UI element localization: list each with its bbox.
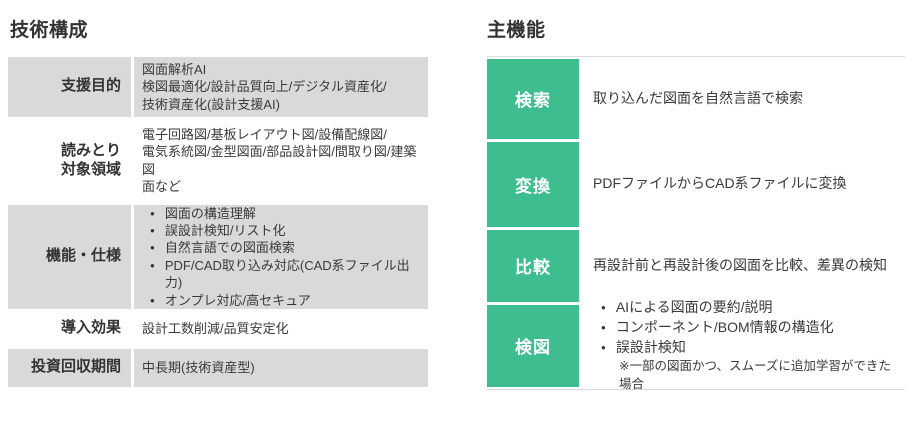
content-line: 取り込んだ図面を自然言語で検索 [593, 89, 803, 106]
function-label-badge: 変換 [487, 141, 579, 227]
bullet-icon: ● [150, 260, 155, 270]
tech-panel-title: 技術構成 [10, 20, 89, 41]
table-row-purpose: 支援目的 図面解析AI 検図最適化/設計品質向上/デジタル資産化/ 技術資産化(… [8, 56, 428, 117]
bullet-item: ● 誤設計検知 [593, 338, 901, 358]
function-description: 再設計前と再設計後の図面を比較、差異の検知 [579, 230, 905, 302]
content-line: 再設計前と再設計後の図面を比較、差異の検知 [593, 256, 887, 273]
content-line: 検図最適化/設計品質向上/デジタル資産化/ [142, 79, 387, 95]
row-content: 電子回路図/基板レイアウト図/設備配線図/ 電気系統図/金型図面/部品設計図/間… [134, 119, 428, 203]
footnote: ※一部の図面かつ、スムーズに追加学習ができた場合 [619, 359, 891, 391]
row-label: 読みとり 対象領域 [8, 119, 131, 203]
bullet-text: オンプレ対応/高セキュア [164, 292, 311, 308]
row-label: 投資回収期間 [8, 348, 131, 387]
bullet-item: ● AIによる図面の要約/説明 [593, 298, 901, 318]
bullet-item: ● オンプレ対応/高セキュア [142, 292, 420, 309]
row-content: 図面解析AI 検図最適化/設計品質向上/デジタル資産化/ 技術資産化(設計支援A… [134, 56, 428, 117]
function-description: ● AIによる図面の要約/説明 ● コンポーネント/BOM情報の構造化 ● 誤設… [579, 299, 905, 390]
bullet-item: ● コンポーネント/BOM情報の構造化 [593, 318, 901, 338]
tech-panel: 技術構成 支援目的 図面解析AI 検図最適化/設計品質向上/デジタル資産化/ 技… [8, 20, 428, 389]
bullet-item: ● 誤設計検知/リスト化 [142, 222, 420, 239]
content-line: 設計工数削減/品質安定化 [142, 321, 289, 337]
bullet-item: ● 自然言語での図面検索 [142, 239, 420, 256]
main-functions-panel: 主機能 検索 取り込んだ図面を自然言語で検索 変換 PDFファイルからCAD系フ… [487, 20, 905, 391]
content-line: 面など [142, 179, 182, 195]
function-label-badge: 検索 [487, 58, 579, 139]
function-label-badge: 検図 [487, 304, 579, 387]
bullet-text: PDF/CAD取り込み対応(CAD系ファイル出力) [164, 257, 410, 291]
bullet-text: 誤設計検知 [615, 339, 686, 356]
bullet-icon: ● [150, 225, 155, 235]
row-content: ● 図面の構造理解 ● 誤設計検知/リスト化 ● 自然言語での図面検索 ● PD… [134, 204, 428, 309]
function-description: 取り込んだ図面を自然言語で検索 [579, 59, 905, 139]
bullet-text: コンポーネント/BOM情報の構造化 [615, 319, 834, 336]
main-functions-title: 主機能 [487, 20, 546, 41]
row-content: 設計工数削減/品質安定化 [134, 311, 428, 347]
table-row-effects: 導入効果 設計工数削減/品質安定化 [8, 311, 428, 347]
content-line: 電子回路図/基板レイアウト図/設備配線図/ [142, 126, 387, 142]
content-line: 中長期(技術資産型) [142, 360, 255, 376]
row-label-text: 導入効果 [60, 319, 121, 337]
bullet-icon: ● [601, 343, 606, 353]
row-label-text: 支援目的 [60, 77, 121, 95]
main-functions-table: 検索 取り込んだ図面を自然言語で検索 変換 PDFファイルからCAD系ファイルに… [487, 55, 905, 391]
function-description: PDFファイルからCAD系ファイルに変換 [579, 142, 905, 227]
row-label-line: 読みとり [60, 142, 121, 160]
function-row-compare: 比較 再設計前と再設計後の図面を比較、差異の検知 [487, 229, 905, 302]
bullet-icon: ● [150, 243, 155, 253]
row-content: 中長期(技術資産型) [134, 348, 428, 387]
bullet-text: AIによる図面の要約/説明 [615, 299, 773, 316]
row-label-text: 投資回収期間 [30, 358, 121, 376]
bullet-text: 自然言語での図面検索 [164, 240, 295, 256]
function-label-badge: 比較 [487, 229, 579, 302]
bullet-icon: ● [150, 295, 155, 305]
table-row-target-domains: 読みとり 対象領域 電子回路図/基板レイアウト図/設備配線図/ 電気系統図/金型… [8, 119, 428, 203]
content-line: PDFファイルからCAD系ファイルに変換 [593, 175, 847, 192]
bullet-icon: ● [601, 323, 606, 333]
table-row-payback: 投資回収期間 中長期(技術資産型) [8, 348, 428, 387]
bullet-icon: ● [150, 208, 155, 218]
row-label-line: 対象領域 [60, 160, 121, 178]
bullet-item: ● 図面の構造理解 [142, 205, 420, 222]
bullet-icon: ● [601, 303, 606, 313]
row-label-text: 機能・仕様 [45, 247, 121, 265]
content-line: 技術資産化(設計支援AI) [142, 96, 280, 112]
row-label-text: 読みとり 対象領域 [61, 142, 121, 180]
row-label: 支援目的 [8, 56, 131, 117]
row-label: 導入効果 [8, 311, 131, 347]
row-label: 機能・仕様 [8, 204, 131, 309]
table-row-features: 機能・仕様 ● 図面の構造理解 ● 誤設計検知/リスト化 ● 自然言語での図面検… [8, 204, 428, 309]
content-line: 電気系統図/金型図面/部品設計図/間取り図/建築図 [142, 144, 417, 177]
bullet-text: 図面の構造理解 [164, 205, 256, 221]
function-row-check: 検図 ● AIによる図面の要約/説明 ● コンポーネント/BOM情報の構造化 ●… [487, 299, 905, 391]
bullet-item: ● PDF/CAD取り込み対応(CAD系ファイル出力) [142, 257, 420, 292]
content-line: 図面解析AI [142, 61, 207, 77]
tech-table: 支援目的 図面解析AI 検図最適化/設計品質向上/デジタル資産化/ 技術資産化(… [8, 56, 428, 387]
bullet-text: 誤設計検知/リスト化 [164, 222, 286, 238]
function-row-convert: 変換 PDFファイルからCAD系ファイルに変換 [487, 141, 905, 227]
function-row-search: 検索 取り込んだ図面を自然言語で検索 [487, 58, 905, 139]
